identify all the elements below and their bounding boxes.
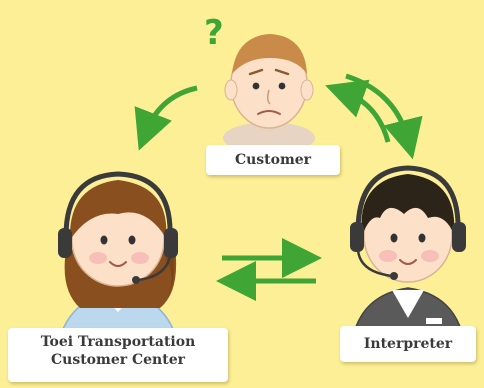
customer-label: Customer <box>234 152 312 168</box>
customer-center-label-line2: Customer Center <box>51 351 185 368</box>
arrow-customer-to-interpreter <box>345 73 423 160</box>
question-mark: ? <box>204 13 224 53</box>
customer-figure <box>223 34 315 154</box>
interpreter-label: Interpreter <box>363 336 453 352</box>
operator-figure <box>55 171 181 361</box>
customer-label-box: Customer <box>206 145 340 175</box>
interpreter-label-box: Interpreter <box>340 326 476 362</box>
arrow-interpreter-to-customer <box>325 79 391 143</box>
customer-center-label-box: Toei Transportation Customer Center <box>8 328 228 382</box>
customer-center-label-line1: Toei Transportation <box>40 334 196 350</box>
arrow-customer-to-center <box>134 85 198 151</box>
